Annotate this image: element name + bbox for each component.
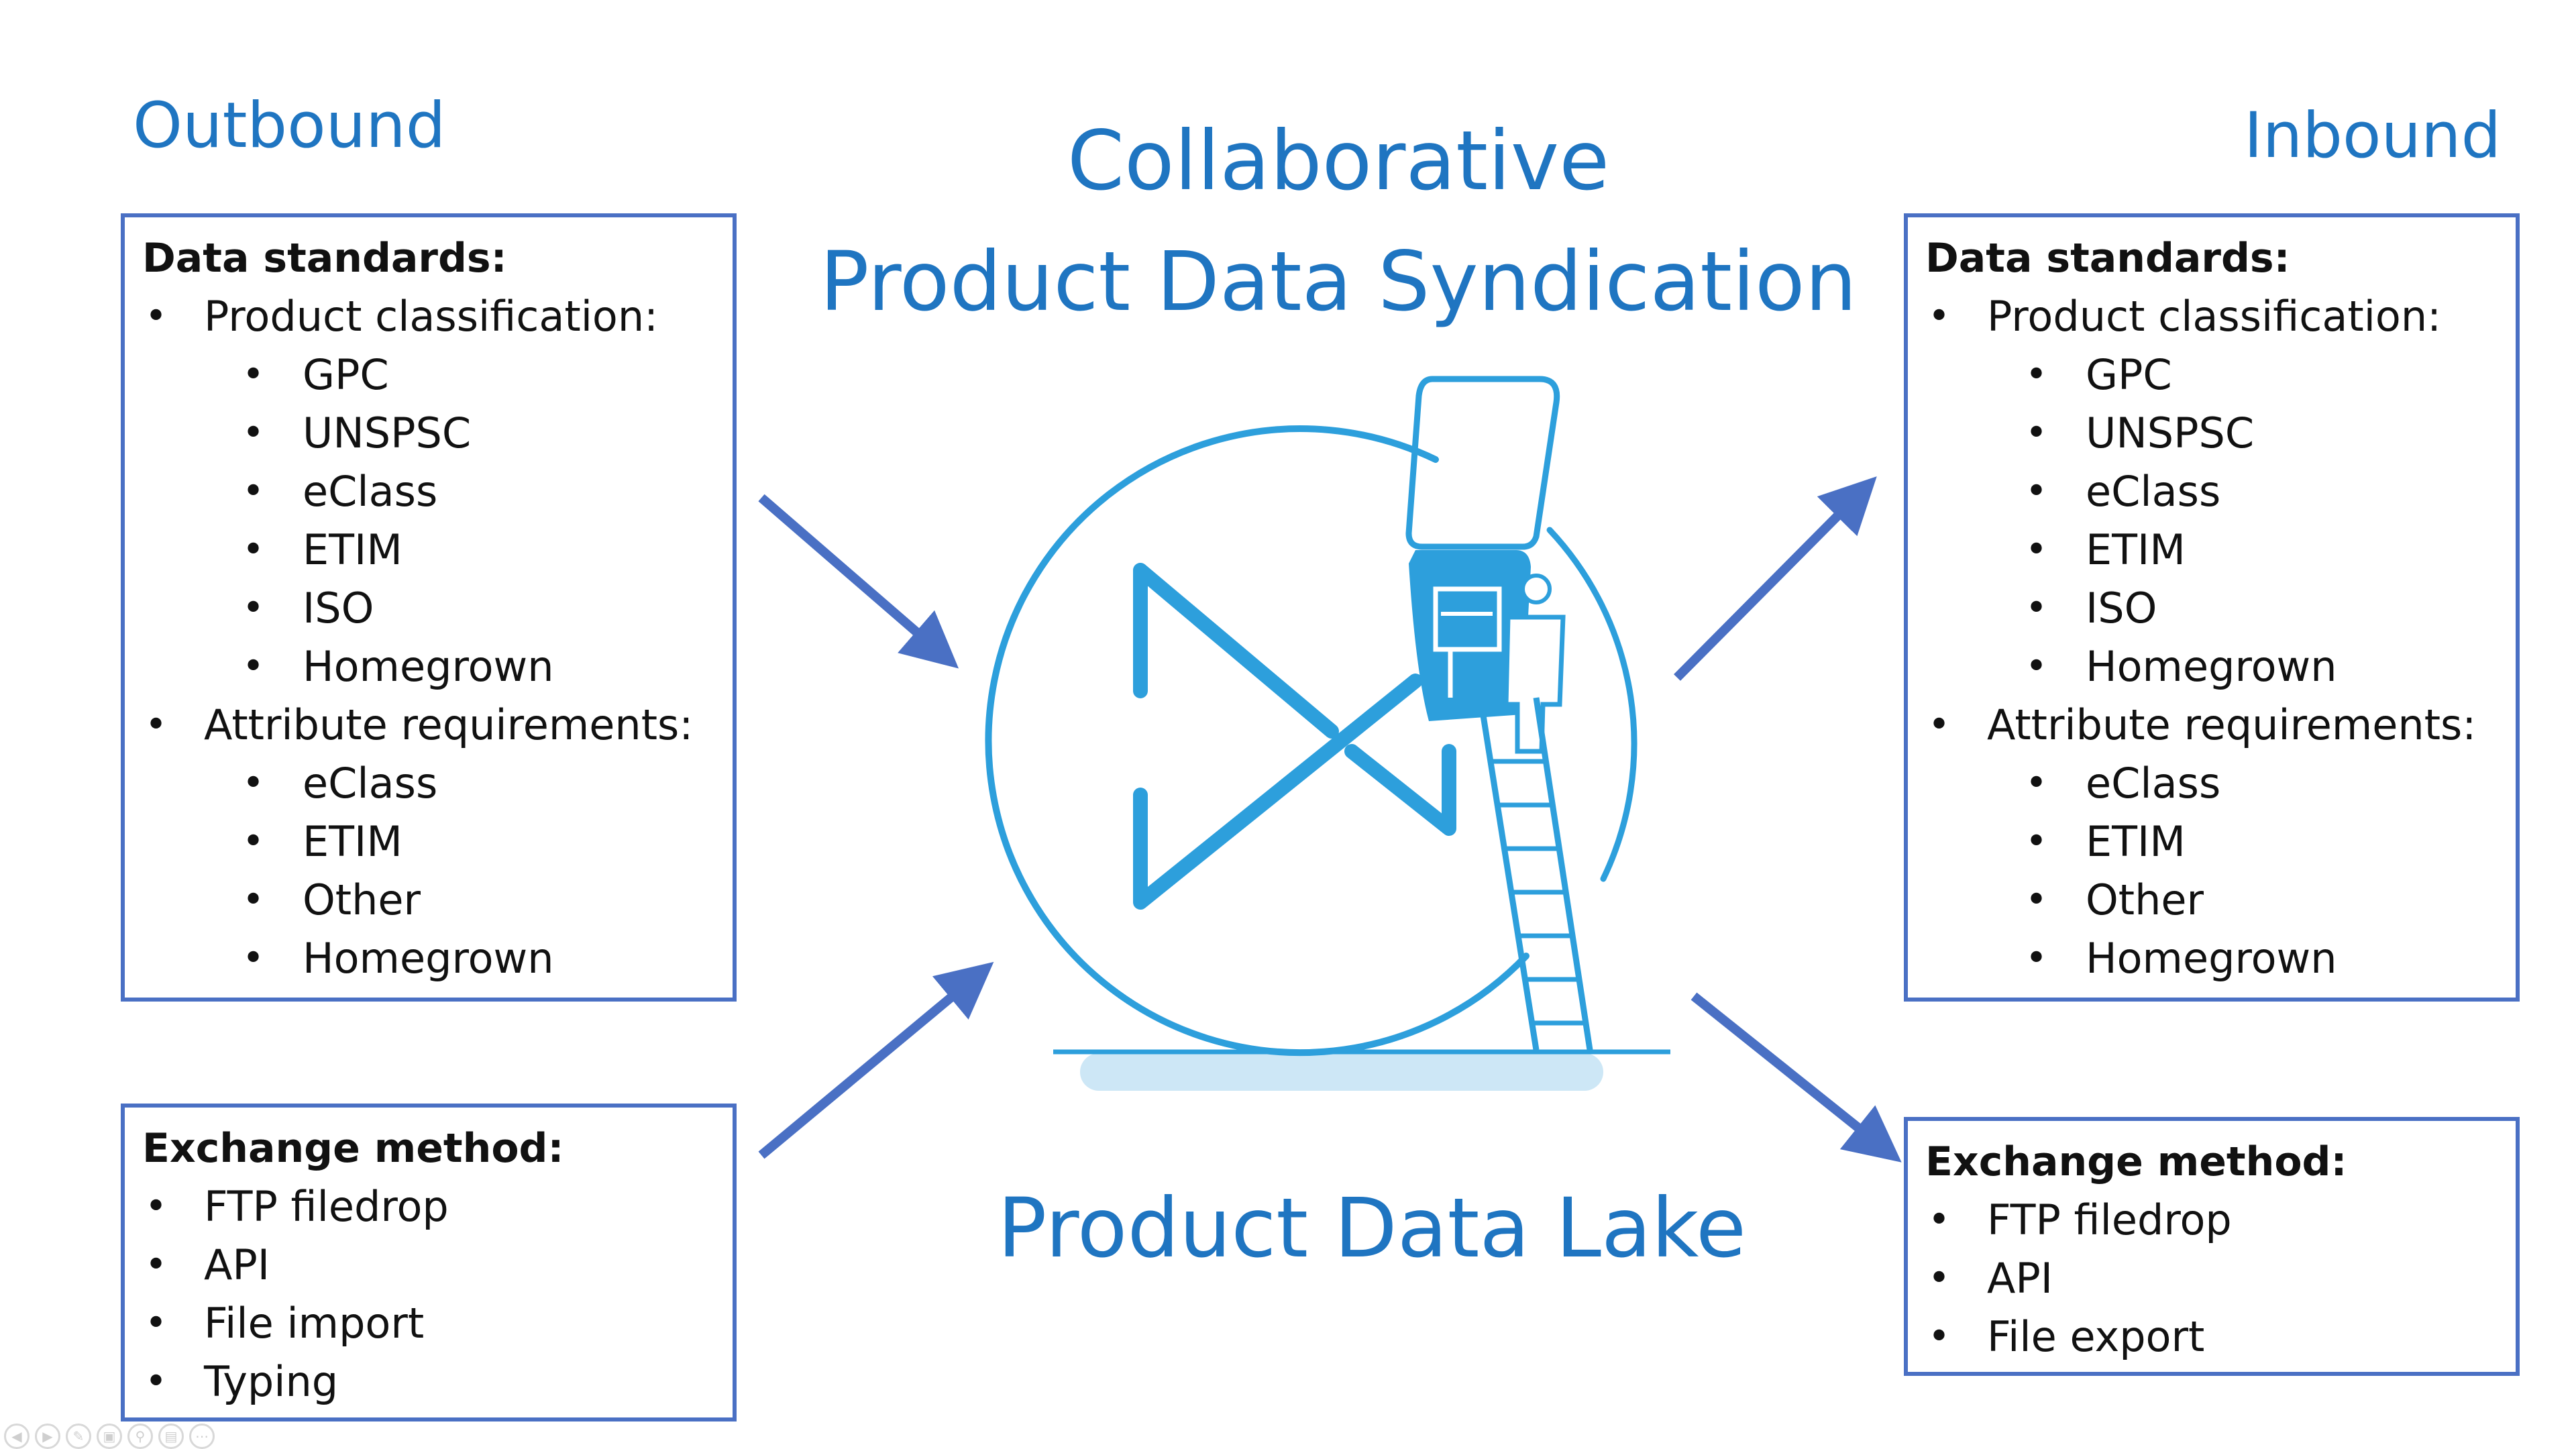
box-header: Exchange method: bbox=[1925, 1138, 2347, 1185]
bullet-list: Product classification:GPCUNSPSCeClassET… bbox=[1908, 287, 2516, 987]
sub-list-item: ISO bbox=[1908, 579, 2516, 637]
title-line-1: Collaborative bbox=[1067, 113, 1610, 209]
list-item: File export bbox=[1908, 1307, 2516, 1366]
list-item: API bbox=[1908, 1249, 2516, 1307]
bullet-list: FTP filedropAPIFile export bbox=[1908, 1191, 2516, 1366]
list-item: Typing bbox=[125, 1352, 733, 1411]
sub-list-item: eClass bbox=[125, 462, 733, 521]
pen-icon[interactable]: ✎ bbox=[66, 1424, 91, 1449]
more-icon[interactable]: ⋯ bbox=[189, 1424, 215, 1449]
arrow-outbound-standards-to-lake bbox=[758, 494, 959, 669]
inbound-data-standards-box: Data standards: Product classification:G… bbox=[1904, 213, 2520, 1002]
sub-list-item: Homegrown bbox=[125, 929, 733, 987]
inbound-heading: Inbound bbox=[2244, 99, 2502, 172]
arrow-outbound-exchange-to-lake bbox=[758, 961, 994, 1159]
sub-list-item: ETIM bbox=[1908, 812, 2516, 871]
list-item: File import bbox=[125, 1294, 733, 1352]
sub-list-item: ETIM bbox=[125, 812, 733, 871]
sub-list-item: ETIM bbox=[1908, 521, 2516, 579]
list-item: FTP filedrop bbox=[125, 1177, 733, 1236]
arrow-lake-to-inbound-exchange bbox=[1690, 992, 1902, 1163]
sub-list-item: ETIM bbox=[125, 521, 733, 579]
product-data-lake-title: Product Data Lake bbox=[997, 1181, 1747, 1276]
sub-list-item: Homegrown bbox=[1908, 929, 2516, 987]
list-item: Attribute requirements: bbox=[1908, 696, 2516, 754]
box-header: Exchange method: bbox=[142, 1125, 564, 1172]
subtitles-icon[interactable]: ▤ bbox=[158, 1424, 184, 1449]
sub-list-item: eClass bbox=[1908, 754, 2516, 812]
box-header: Data standards: bbox=[142, 235, 507, 282]
sub-list-item: Homegrown bbox=[1908, 637, 2516, 696]
outbound-heading: Outbound bbox=[133, 89, 446, 162]
product-data-lake-logo-icon bbox=[985, 376, 1670, 1091]
arrow-lake-to-inbound-standards bbox=[1674, 476, 1877, 681]
sub-list-item: Homegrown bbox=[125, 637, 733, 696]
bullet-list: Product classification:GPCUNSPSCeClassET… bbox=[125, 287, 733, 987]
slides-icon[interactable]: ▣ bbox=[97, 1424, 122, 1449]
list-item: FTP filedrop bbox=[1908, 1191, 2516, 1249]
slide-title: Collaborative Product Data Syndication bbox=[792, 101, 1885, 342]
title-line-2: Product Data Syndication bbox=[820, 234, 1857, 329]
sub-list-item: Other bbox=[125, 871, 733, 929]
list-item: API bbox=[125, 1236, 733, 1294]
sub-list-item: ISO bbox=[125, 579, 733, 637]
outbound-data-standards-box: Data standards: Product classification:G… bbox=[121, 213, 737, 1002]
flow-arrows bbox=[758, 476, 1902, 1163]
sub-list-item: UNSPSC bbox=[1908, 404, 2516, 462]
presenter-toolbar: ◀ ▶ ✎ ▣ ⚲ ▤ ⋯ bbox=[4, 1424, 215, 1449]
sub-list-item: GPC bbox=[125, 345, 733, 404]
sub-list-item: GPC bbox=[1908, 345, 2516, 404]
list-item: Attribute requirements: bbox=[125, 696, 733, 754]
list-item: Product classification: bbox=[1908, 287, 2516, 345]
bullet-list: FTP filedropAPIFile importTyping bbox=[125, 1177, 733, 1411]
inbound-exchange-method-box: Exchange method: FTP filedropAPIFile exp… bbox=[1904, 1117, 2520, 1376]
sub-list-item: eClass bbox=[1908, 462, 2516, 521]
play-icon[interactable]: ◀ bbox=[4, 1424, 30, 1449]
sub-list-item: eClass bbox=[125, 754, 733, 812]
sub-list-item: UNSPSC bbox=[125, 404, 733, 462]
list-item: Product classification: bbox=[125, 287, 733, 345]
zoom-icon[interactable]: ⚲ bbox=[127, 1424, 153, 1449]
next-icon[interactable]: ▶ bbox=[35, 1424, 60, 1449]
box-header: Data standards: bbox=[1925, 235, 2290, 282]
sub-list-item: Other bbox=[1908, 871, 2516, 929]
outbound-exchange-method-box: Exchange method: FTP filedropAPIFile imp… bbox=[121, 1104, 737, 1421]
